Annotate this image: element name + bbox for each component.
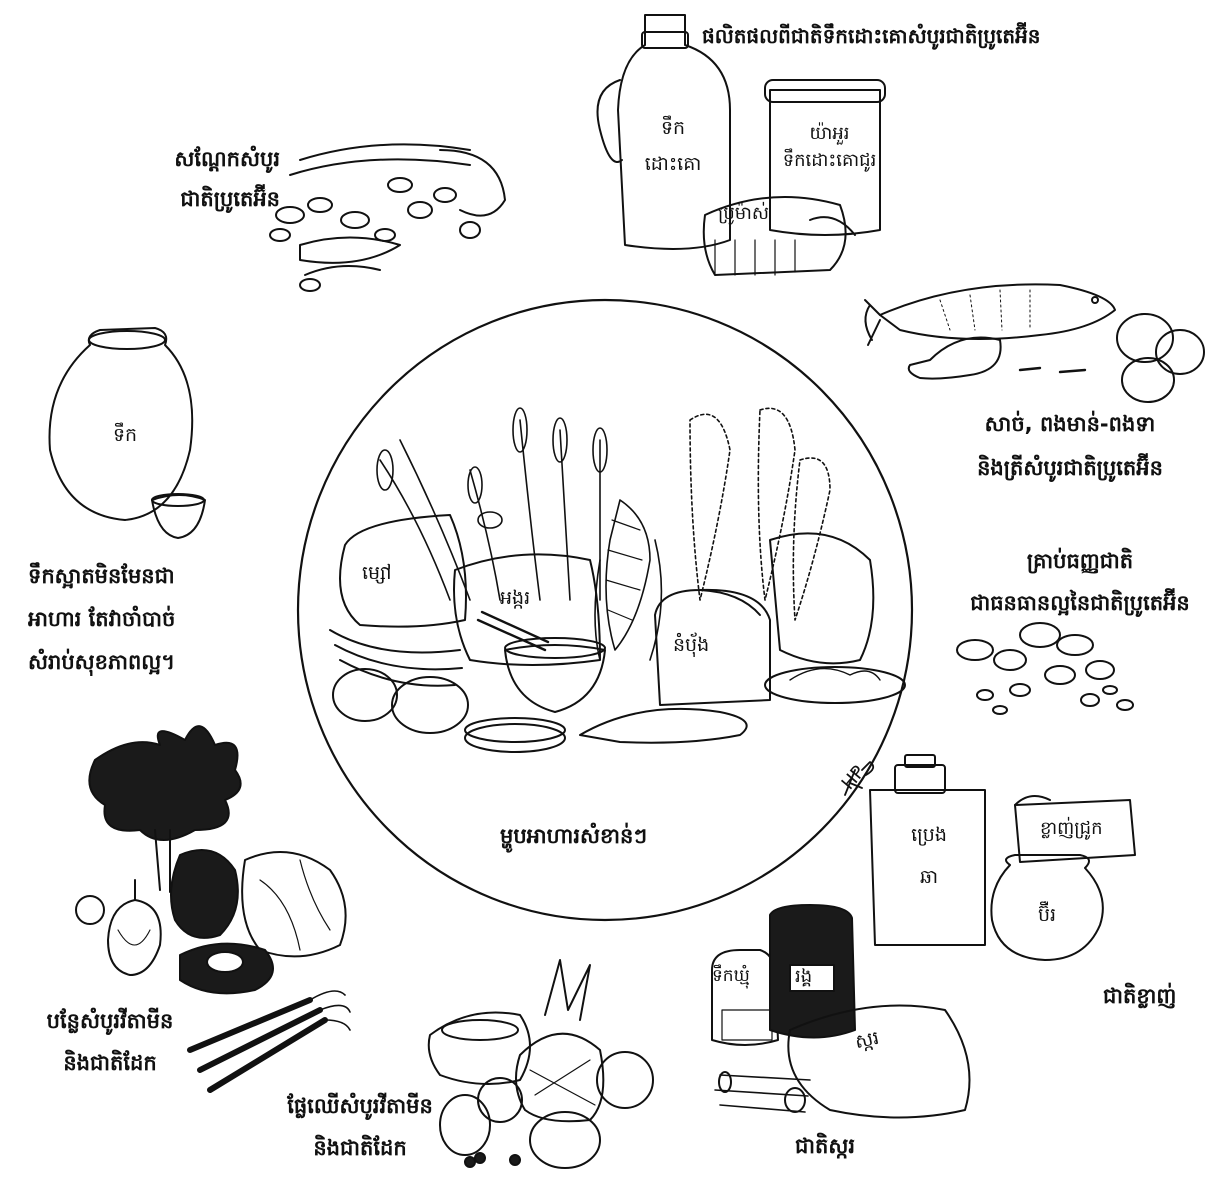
- water-jar-label: ទឹក: [113, 420, 137, 450]
- pineapple: [516, 1034, 603, 1122]
- cheese-label: ប្រូម៉ាស់: [718, 200, 769, 229]
- water-cup: [152, 495, 205, 538]
- noodle-plate: [765, 667, 905, 703]
- meat-fish-eggs-illustration: [865, 284, 1204, 402]
- bread-label: នំបុ័ង: [673, 630, 709, 660]
- beans-caption-line1: សណ្ដែកសំបូរ: [100, 140, 280, 180]
- egg: [1122, 358, 1174, 402]
- milk-bottle-label-line2: ដោះគោ: [628, 146, 718, 182]
- meat-caption: សាច់, ពងមាន់-ពងទា និងត្រីសំបូរជាតិប្រូតេ…: [930, 402, 1210, 490]
- yogurt-label-line1: យ៉ាអួរ: [762, 120, 897, 147]
- egg: [1156, 330, 1204, 374]
- rice-label: អង្ករ: [500, 583, 530, 613]
- fruits-caption: ផ្លែឈើសំបូរវីតាមីន និងជាតិដែក: [270, 1085, 450, 1169]
- fish: [880, 284, 1115, 339]
- meat-caption-line2: និងត្រីសំបូរជាតិប្រូតេអ៊ីន: [930, 446, 1210, 490]
- garlic: [76, 896, 104, 924]
- vegetables-caption-line1: បន្លែសំបូរវីតាមីន: [20, 1000, 200, 1042]
- egg: [1117, 314, 1173, 362]
- milk-products-caption: ផលិតផលពីជាតិទឹកដោះគោសំបូរជាតិប្រូតេអ៊ីន: [702, 20, 1040, 52]
- meat-caption-line1: សាច់, ពងមាន់-ពងទា: [930, 402, 1210, 446]
- water-caption-line3: សំរាប់សុខភាពល្អ។: [28, 641, 175, 684]
- flour-sack: [340, 515, 466, 627]
- lard-label: ខ្លាញ់ជ្រូក: [1040, 815, 1103, 844]
- butter-label: ប៊ឺរ: [1038, 900, 1056, 930]
- beans-caption-line2: ជាតិប្រូតេអ៊ីន: [100, 180, 280, 220]
- vegetables-caption: បន្លែសំបូរវីតាមីន និងជាតិដែក: [20, 1000, 200, 1084]
- right-sack: [770, 533, 873, 663]
- nuts-illustration: [957, 623, 1133, 714]
- sugar-caption: ជាតិស្ករ: [795, 1130, 855, 1164]
- leafy-greens: [89, 726, 240, 840]
- yogurt-label-line2: ទឹកដោះគោជូរ: [762, 147, 897, 174]
- fruits-caption-line2: និងជាតិដែក: [270, 1127, 450, 1169]
- fruits-illustration: [429, 960, 653, 1168]
- honey-label: ទឹកឃ្មុំ: [712, 963, 750, 990]
- center-caption: ម្ហូបអាហារសំខាន់ៗ: [500, 820, 647, 854]
- flour-label: ម្សៅ: [362, 558, 392, 588]
- nuts-caption: គ្រាប់ធញ្ញជាតិ ជាធនធានល្អនៃជាតិប្រូតេអ៊ី…: [950, 540, 1210, 624]
- potato: [333, 669, 397, 721]
- bananas: [330, 630, 462, 686]
- oil-can-label-line2: ឆា: [875, 857, 983, 899]
- sweet-potato: [580, 709, 747, 743]
- sugar-illustration: [712, 905, 970, 1118]
- yogurt-label: យ៉ាអួរ ទឹកដោះគោជូរ: [762, 120, 897, 174]
- beans-illustration: [270, 144, 505, 291]
- oil-can-label: ប្រេង ឆា: [875, 815, 983, 899]
- carrots: [190, 1000, 325, 1090]
- water-caption-line2: អាហារ តែវាចាំបាច់: [28, 598, 175, 641]
- fruit-round: [597, 1052, 653, 1108]
- nuts-caption-line2: ជាធនធានល្អនៃជាតិប្រូតេអ៊ីន: [950, 582, 1210, 624]
- oil-can-label-line1: ប្រេង: [875, 815, 983, 857]
- water-caption-line1: ទឹកស្អាតមិនមែនជា: [28, 555, 175, 598]
- staple-foods-illustration: [330, 408, 905, 795]
- water-caption: ទឹកស្អាតមិនមែនជា អាហារ តែវាចាំបាច់ សំរាប…: [28, 555, 175, 684]
- jam-label: រង្គ: [795, 963, 812, 992]
- bell-pepper: [171, 850, 238, 938]
- fats-caption: ជាតិខ្លាញ់: [1103, 980, 1176, 1014]
- fruits-caption-line1: ផ្លែឈើសំបូរវីតាមីន: [270, 1085, 450, 1127]
- milk-bottle-label-line1: ទឹក: [628, 110, 718, 146]
- cabbage: [242, 852, 345, 956]
- vegetables-caption-line2: និងជាតិដែក: [20, 1042, 200, 1084]
- grain-stalks: [377, 408, 830, 660]
- onion: [108, 900, 161, 975]
- milk-bottle-label: ទឹក ដោះគោ: [628, 110, 718, 182]
- beans-caption: សណ្ដែកសំបូរ ជាតិប្រូតេអ៊ីន: [100, 140, 280, 220]
- papaya-half: [429, 1013, 530, 1085]
- fruit-round: [478, 1078, 522, 1122]
- nuts-caption-line1: គ្រាប់ធញ្ញជាតិ: [950, 540, 1210, 582]
- chicken-leg: [909, 338, 1001, 379]
